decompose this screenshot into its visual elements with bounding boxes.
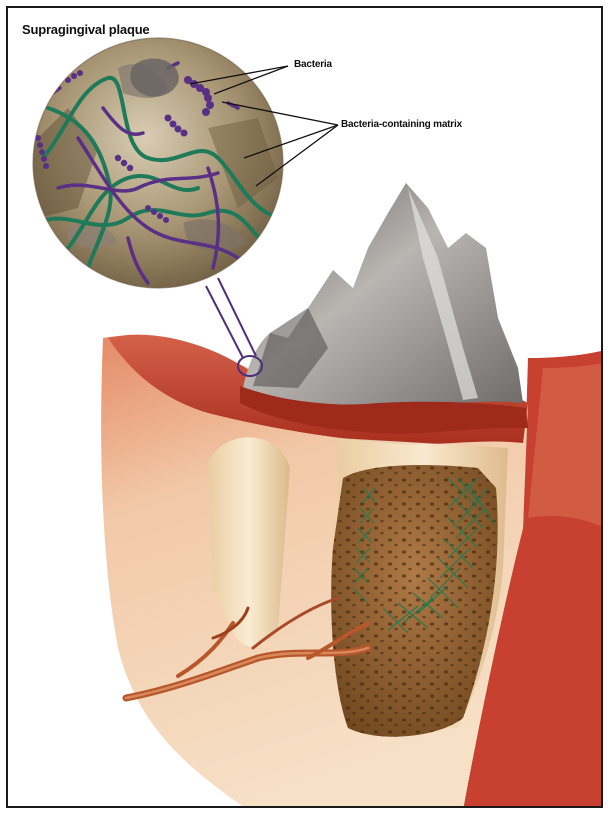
label-bacteria-containing-matrix: Bacteria-containing matrix bbox=[341, 119, 462, 130]
tooth-plaque-illustration bbox=[8, 8, 603, 808]
connector-line bbox=[206, 278, 256, 358]
figure-frame: Supragingival plaque Bacteria Bacteria-c… bbox=[6, 6, 603, 808]
magnified-plaque-lens bbox=[28, 38, 283, 288]
label-bacteria: Bacteria bbox=[294, 59, 332, 70]
figure-title: Supragingival plaque bbox=[22, 22, 149, 37]
